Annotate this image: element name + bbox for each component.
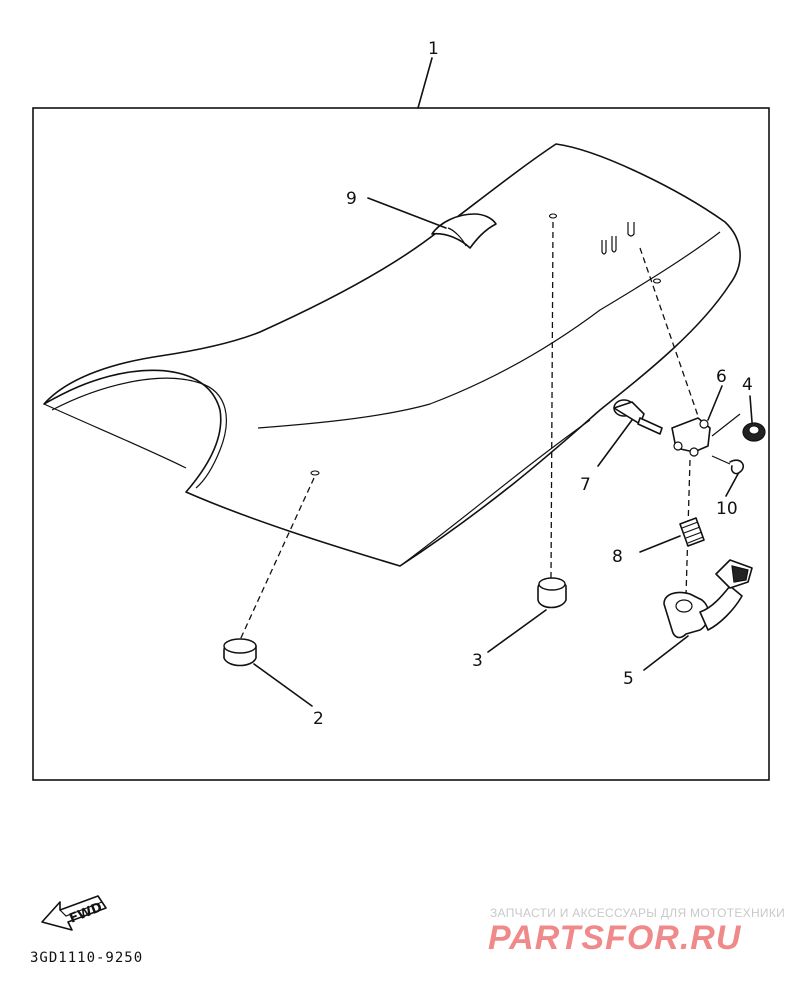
callout-9: 9: [346, 189, 357, 209]
part-9-strap: 9: [346, 189, 497, 249]
watermark-logo: PARTSFOR.RU: [488, 919, 742, 957]
leader-1: [417, 57, 433, 109]
callout-6: 6: [716, 367, 727, 387]
part-6-bracket: 6: [671, 367, 727, 457]
seat-assembly: [43, 143, 741, 567]
drawing-code: 3GD1110-9250: [30, 950, 143, 966]
callout-2: 2: [313, 709, 324, 729]
part-5-lock-lever: 5: [623, 559, 753, 689]
part-8-spring: 8: [612, 517, 705, 567]
part-2-damper: 2: [223, 638, 324, 729]
callout-1: 1: [428, 39, 439, 59]
callout-3: 3: [472, 651, 483, 671]
part-7-bolt: 7: [580, 399, 663, 495]
callout-10: 10: [716, 499, 738, 519]
assembly-frame: [32, 107, 770, 781]
part-10-clip: 10: [711, 455, 745, 519]
callout-8: 8: [612, 547, 623, 567]
forward-arrow: FWD: [41, 895, 107, 931]
watermark: ЗАПЧАСТИ И АКСЕССУАРЫ ДЛЯ МОТОТЕХНИКИ PA…: [488, 906, 785, 957]
callout-5: 5: [623, 669, 634, 689]
part-3-damper: 3: [472, 577, 567, 671]
part-4-nut: 4: [711, 375, 766, 442]
callout-7: 7: [580, 475, 591, 495]
callout-4: 4: [742, 375, 753, 395]
watermark-tagline: ЗАПЧАСТИ И АКСЕССУАРЫ ДЛЯ МОТОТЕХНИКИ: [490, 906, 785, 920]
install-line-5: [685, 459, 691, 597]
